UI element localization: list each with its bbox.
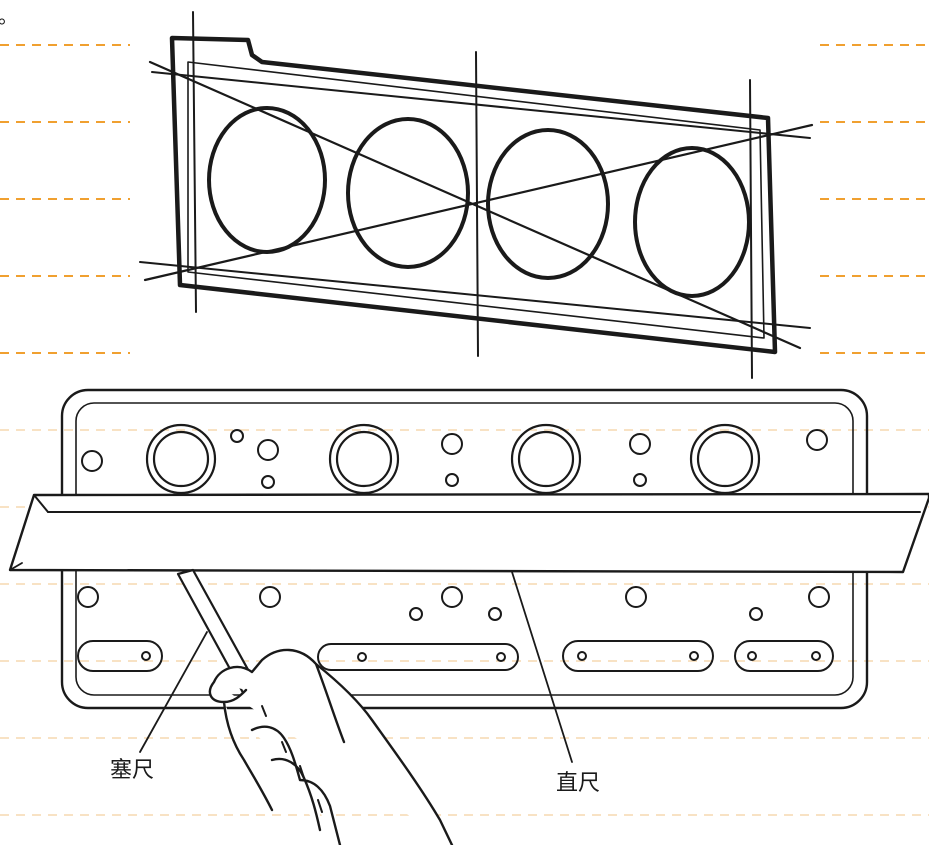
hand-shading: [261, 705, 323, 813]
head-face-measurement-directions: [139, 11, 814, 379]
straight-edge-top-face: [33, 494, 49, 513]
long-line-bottom: [139, 261, 811, 329]
vertical-line-right: [749, 79, 753, 379]
notebook-guide-lines: [0, 44, 929, 354]
chamber-2: [346, 117, 470, 269]
valve-seat-4: [689, 423, 761, 495]
valve-seat-1: [145, 423, 217, 495]
diagonal-line-1: [148, 60, 802, 350]
straight-edge-ruler[interactable]: [8, 492, 929, 574]
valve-seat-3: [510, 423, 582, 495]
leader-feeler: [139, 631, 208, 753]
head-plate-inner-border: [187, 61, 765, 339]
leader-ruler: [511, 571, 573, 763]
valve-seat-2: [328, 423, 400, 495]
vertical-line-middle: [475, 51, 479, 357]
lower-small-holes: [77, 586, 830, 621]
corner-punctuation-mark: 。: [0, 4, 18, 28]
chamber-1: [207, 106, 327, 254]
lower-slots: [77, 640, 834, 672]
head-plate-outline: [169, 35, 778, 355]
straight-edge-feeler-gauge-check: [8, 388, 929, 845]
chamber-3: [486, 128, 610, 280]
vertical-line-left: [192, 11, 197, 313]
straight-edge-side: [9, 562, 23, 571]
chamber-4: [633, 146, 751, 298]
feeler-gauge-label: 塞尺: [110, 758, 155, 783]
long-line-top: [151, 71, 811, 139]
upper-small-holes: [81, 429, 828, 489]
straight-edge-label: 直尺: [556, 771, 601, 796]
diagonal-line-2: [143, 123, 814, 282]
